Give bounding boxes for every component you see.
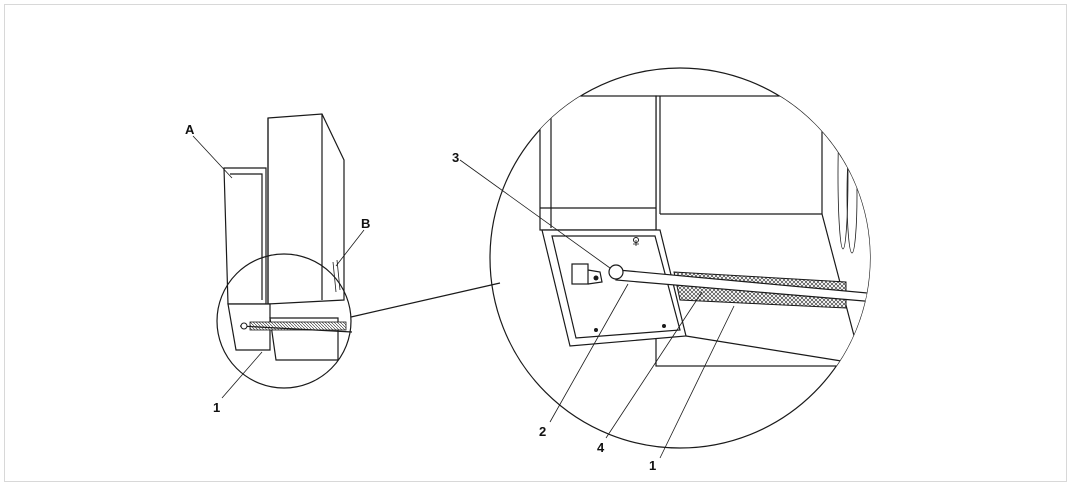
connector-box: [571, 263, 589, 285]
figure-frame: [4, 4, 1067, 482]
label-large-1: 1: [649, 458, 656, 473]
label-A: A: [185, 122, 195, 137]
front-cabinet-A: [223, 167, 267, 305]
label-4: 4: [597, 440, 605, 455]
label-B: B: [361, 216, 370, 231]
magnifier-circle-small: [216, 253, 352, 389]
label-2: 2: [539, 424, 546, 439]
detail-view: [539, 95, 870, 367]
hose-connector: [608, 264, 624, 280]
overview-unit: [223, 113, 353, 361]
small-hose: [239, 325, 353, 333]
leader-lines: [192, 135, 735, 459]
drawer-tray: [541, 229, 687, 347]
zoom-connector-line: [350, 282, 501, 318]
label-3: 3: [452, 150, 459, 165]
label-small-1: 1: [213, 400, 220, 415]
